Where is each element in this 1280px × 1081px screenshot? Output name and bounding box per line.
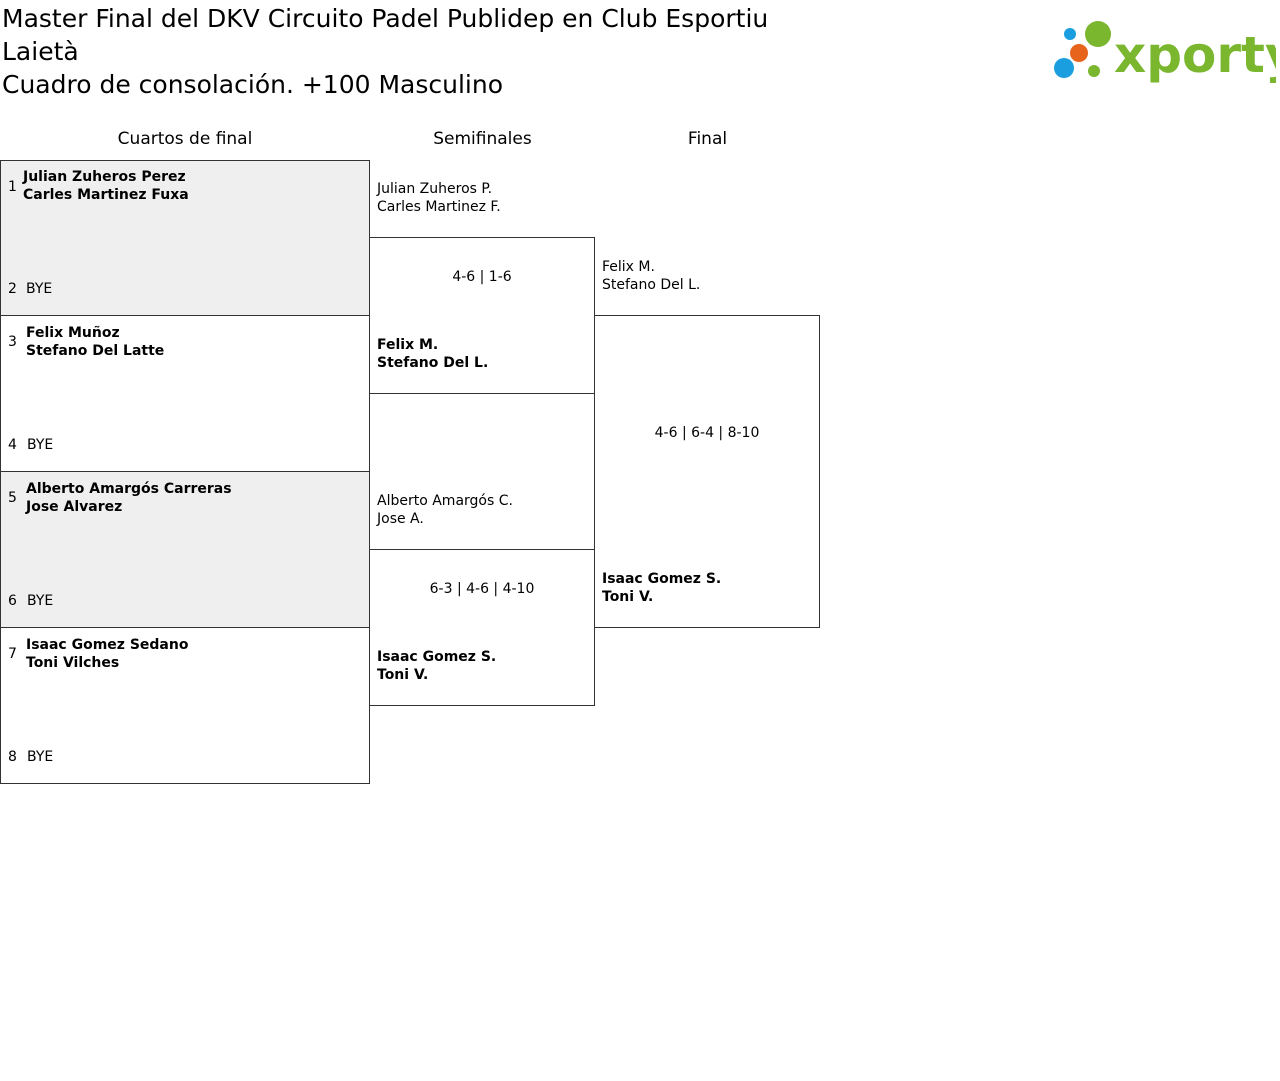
player-name: Felix M.	[377, 337, 439, 353]
seed-number: 3	[8, 334, 17, 350]
player-name: Alberto Amargós Carreras	[26, 481, 232, 497]
logo-wordmark: xporty	[1114, 26, 1276, 84]
sf-match-2: 6-3 | 4-6 | 4-10 Isaac Gomez S. Toni V.	[369, 549, 595, 706]
player-name: Alberto Amargós C.	[377, 493, 513, 509]
sf-2-team-top: Alberto Amargós C. Jose A.	[377, 492, 513, 528]
seed-number: 5	[8, 490, 17, 506]
qf-match-3: 5 Alberto Amargós Carreras Jose Alvarez …	[0, 471, 370, 628]
round-header-sf: Semifinales	[433, 129, 532, 149]
player-name: Toni Vilches	[26, 655, 120, 671]
sf-2-team-bottom: Isaac Gomez S. Toni V.	[377, 648, 496, 684]
seed-number: 8	[8, 749, 17, 765]
player-name: Isaac Gomez S.	[602, 571, 722, 587]
bye-label: BYE	[27, 437, 54, 453]
seed-number: 7	[8, 646, 17, 662]
player-name: Toni V.	[377, 667, 429, 683]
final-team-top: Felix M. Stefano Del L.	[602, 258, 700, 294]
player-name: Isaac Gomez Sedano	[26, 637, 189, 653]
player-name: Stefano Del Latte	[26, 343, 165, 359]
player-name: Toni V.	[602, 589, 654, 605]
bye-label: BYE	[27, 593, 54, 609]
match-score: 4-6 | 6-4 | 8-10	[654, 425, 760, 441]
player-name: Carles Martinez Fuxa	[23, 187, 189, 203]
player-name: Felix M.	[602, 259, 655, 275]
sf-1-team-top: Julian Zuheros P. Carles Martinez F.	[377, 180, 501, 216]
draw-subtitle: Cuadro de consolación. +100 Masculino	[2, 70, 504, 99]
qf-team-top: Alberto Amargós Carreras Jose Alvarez	[26, 480, 232, 516]
player-name: Jose Alvarez	[26, 499, 123, 515]
final-team-bottom: Isaac Gomez S. Toni V.	[602, 570, 721, 606]
player-name: Stefano Del L.	[377, 355, 489, 371]
qf-team-top: Julian Zuheros Perez Carles Martinez Fux…	[23, 168, 189, 204]
bye-label: BYE	[27, 749, 54, 765]
final-match: 4-6 | 6-4 | 8-10 Isaac Gomez S. Toni V.	[594, 315, 820, 628]
qf-team-top: Felix Muñoz Stefano Del Latte	[26, 324, 164, 360]
qf-match-4: 7 Isaac Gomez Sedano Toni Vilches 8 BYE	[0, 627, 370, 784]
player-name: Jose A.	[377, 511, 424, 527]
qf-team-top: Isaac Gomez Sedano Toni Vilches	[26, 636, 188, 672]
bye-label: BYE	[26, 281, 53, 297]
player-name: Julian Zuheros Perez	[23, 169, 186, 185]
seed-number: 4	[8, 437, 17, 453]
qf-match-1: 1 Julian Zuheros Perez Carles Martinez F…	[0, 160, 370, 316]
player-name: Isaac Gomez S.	[377, 649, 497, 665]
round-header-qf: Cuartos de final	[117, 129, 253, 149]
player-name: Julian Zuheros P.	[377, 181, 493, 197]
seed-number: 1	[8, 179, 17, 195]
seed-number: 2	[8, 281, 17, 297]
player-name: Stefano Del L.	[602, 277, 701, 293]
page-title: Master Final del DKV Circuito Padel Publ…	[2, 2, 842, 101]
match-score: 4-6 | 1-6	[452, 269, 512, 285]
player-name: Felix Muñoz	[26, 325, 120, 341]
qf-match-2: 3 Felix Muñoz Stefano Del Latte 4 BYE	[0, 315, 370, 472]
round-header-final: Final	[687, 129, 728, 149]
sf-match-1: 4-6 | 1-6 Felix M. Stefano Del L.	[369, 237, 595, 394]
player-name: Carles Martinez F.	[377, 199, 501, 215]
sf-1-team-bottom: Felix M. Stefano Del L.	[377, 336, 488, 372]
tournament-title: Master Final del DKV Circuito Padel Publ…	[2, 4, 769, 66]
xporty-logo: xporty	[1050, 18, 1280, 84]
seed-number: 6	[8, 593, 17, 609]
match-score: 6-3 | 4-6 | 4-10	[429, 581, 535, 597]
